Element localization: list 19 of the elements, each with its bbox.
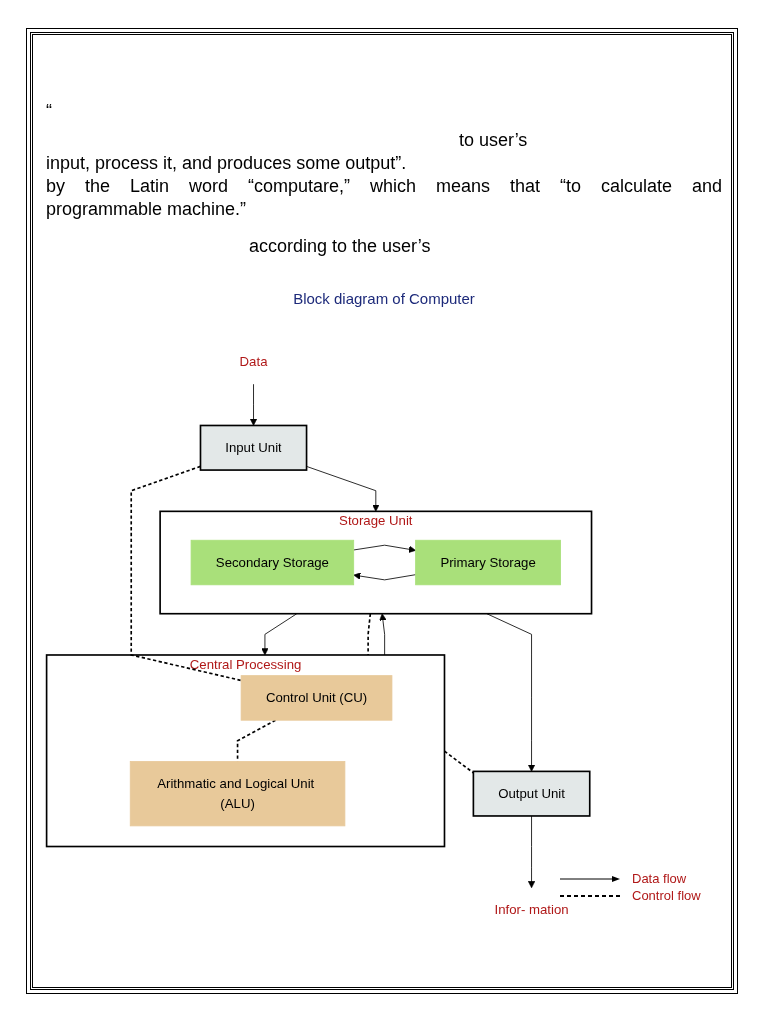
text-line: “ [46, 101, 52, 121]
text-line: to user’s [459, 130, 528, 150]
legend-label: Control flow [632, 888, 701, 903]
text-line: programmable machine.” [46, 199, 247, 219]
node-box: Input Unit [199, 424, 308, 471]
text-line: according to the user’s [249, 236, 431, 256]
node-box: Primary Storage [415, 539, 561, 586]
node-box: Control Unit (CU) [240, 675, 393, 721]
node-box: Arithmatic and Logical Unit (ALU) [129, 761, 346, 827]
connector [367, 612, 372, 656]
text-line: input, process it, and produces some output”. [46, 153, 407, 173]
node-box: Output Unit [472, 770, 591, 817]
node-text: Infor- mation [494, 902, 569, 917]
connector [130, 465, 242, 682]
node-box: Secondary Storage [190, 539, 355, 586]
legend-label: Data flow [632, 871, 687, 886]
text-line: by the Latin word “computare,” which means that “to calculate and [46, 175, 722, 198]
diagram-title: Block diagram of Computer [293, 290, 475, 307]
node-text: Data [239, 354, 268, 369]
